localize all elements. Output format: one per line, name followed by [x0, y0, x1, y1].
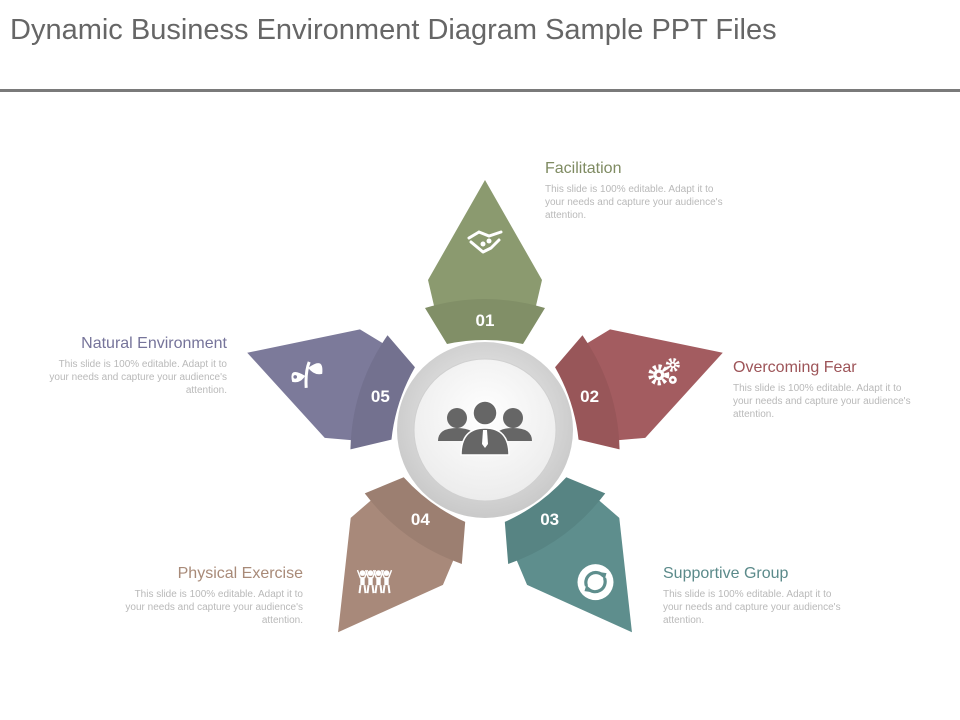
people-exercise-icon: [356, 569, 393, 594]
segment-01: 01: [425, 180, 545, 344]
segment-inner-band: [504, 477, 606, 564]
segment-outer-pentagon: [515, 497, 632, 633]
segment-outer-pentagon: [247, 329, 387, 441]
title-divider: [0, 89, 960, 92]
segment-description: This slide is 100% editable. Adapt it to…: [49, 359, 227, 396]
segment-inner-band: [555, 335, 620, 450]
segment-05: 05: [247, 329, 415, 450]
handshake-icon: [467, 230, 503, 254]
segment-label-facilitation: Facilitation This slide is 100% editable…: [545, 160, 730, 222]
segment-number: 03: [540, 510, 559, 529]
segment-02: 02: [555, 329, 723, 450]
segment-outer-pentagon: [583, 329, 723, 441]
segment-description: This slide is 100% editable. Adapt it to…: [663, 589, 841, 626]
segment-title: Natural Environment: [81, 335, 227, 352]
segment-label-overcoming-fear: Overcoming Fear This slide is 100% edita…: [733, 359, 918, 421]
center-hub: [397, 342, 573, 518]
business-team-icon: [438, 400, 532, 456]
segment-label-supportive-group: Supportive Group This slide is 100% edit…: [663, 565, 848, 627]
segment-inner-band: [425, 299, 545, 344]
segment-description: This slide is 100% editable. Adapt it to…: [125, 589, 303, 626]
segment-title: Supportive Group: [663, 565, 789, 582]
segment-number: 02: [580, 387, 599, 406]
segment-04: 04: [338, 477, 466, 633]
segment-inner-band: [364, 477, 466, 564]
segment-label-natural-environment: Natural Environment This slide is 100% e…: [42, 335, 227, 397]
segment-03: 03: [504, 477, 632, 633]
segment-title: Overcoming Fear: [733, 359, 857, 376]
segment-number: 04: [411, 510, 430, 529]
segment-title: Facilitation: [545, 160, 622, 177]
gears-icon: [648, 357, 680, 386]
segment-inner-band: [350, 335, 415, 450]
segment-description: This slide is 100% editable. Adapt it to…: [545, 184, 723, 221]
slide-title: Dynamic Business Environment Diagram Sam…: [10, 14, 777, 46]
segment-number: 05: [371, 387, 390, 406]
segment-outer-pentagon: [338, 497, 455, 633]
refresh-icon: [577, 564, 614, 601]
sprout-icon: [291, 361, 323, 388]
segment-label-physical-exercise: Physical Exercise This slide is 100% edi…: [118, 565, 303, 627]
segment-number: 01: [476, 311, 495, 330]
segment-title: Physical Exercise: [177, 565, 303, 582]
segment-description: This slide is 100% editable. Adapt it to…: [733, 383, 911, 420]
